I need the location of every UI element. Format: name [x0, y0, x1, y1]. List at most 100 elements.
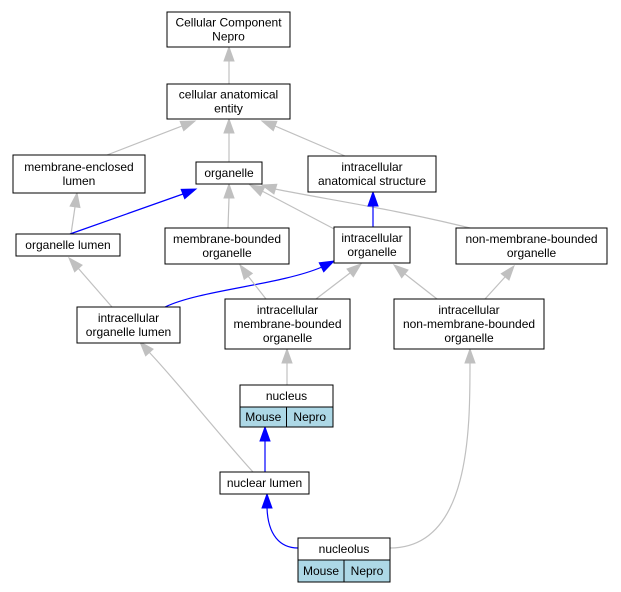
node-label: organelle: [347, 245, 397, 259]
node-box: [12, 154, 146, 194]
arrowhead-icon: [260, 183, 278, 195]
arrowhead-icon: [68, 256, 83, 273]
edge-io-to-ias: [367, 190, 379, 227]
edge-iol-to-io: [164, 260, 336, 308]
edge-io-to-org: [248, 184, 339, 232]
arrowhead-icon: [260, 120, 278, 132]
edge-nl-to-iol: [139, 340, 254, 473]
arrowhead-icon: [223, 45, 235, 62]
node-label: non-membrane-bounded: [403, 317, 535, 331]
arrowhead-icon: [318, 260, 336, 273]
node-org[interactable]: organelle: [195, 161, 263, 185]
node-label: nuclear lumen: [227, 476, 302, 490]
edge-line: [247, 275, 267, 300]
edge-inmbo-to-io: [392, 264, 438, 300]
edge-nuc-to-imbo: [281, 347, 293, 385]
node-label: intracellular: [98, 311, 159, 325]
arrowhead-icon: [248, 184, 266, 197]
edge-imbo-to-io: [315, 263, 363, 300]
edge-line: [266, 507, 299, 549]
node-label: lumen: [63, 174, 96, 188]
edge-cae-to-cc: [223, 45, 235, 84]
node-label: Cellular Component: [175, 16, 282, 30]
arrowhead-icon: [223, 117, 235, 134]
arrowhead-icon: [346, 263, 363, 278]
node-box: [393, 298, 545, 350]
badge-label: Nepro: [293, 410, 326, 424]
edge-line: [315, 272, 351, 300]
arrowhead-icon: [239, 263, 254, 281]
node-label: organelle: [202, 246, 252, 260]
node-box: [166, 83, 291, 120]
node-label: organelle: [204, 166, 254, 180]
node-box: [307, 155, 437, 193]
edge-mbo-to-org: [223, 182, 235, 229]
edge-line: [227, 197, 230, 229]
edge-orgl-to-mel: [69, 191, 81, 235]
arrowhead-icon: [281, 347, 293, 364]
arrowhead-icon: [223, 182, 235, 199]
arrowhead-icon: [464, 347, 476, 364]
node-label: organelle: [444, 331, 494, 345]
node-label: intracellular: [341, 160, 402, 174]
badge-label: Mouse: [245, 410, 281, 424]
node-label: anatomical structure: [318, 174, 426, 188]
edge-iol-to-orgl: [68, 256, 113, 308]
node-box: [15, 233, 121, 257]
node-nl[interactable]: nuclear lumen: [219, 471, 310, 495]
node-label: membrane-enclosed: [24, 160, 133, 174]
node-box: [219, 471, 310, 495]
node-orgl[interactable]: organelle lumen: [15, 233, 121, 257]
node-box: [195, 161, 263, 185]
edge-line: [69, 193, 184, 235]
edge-line: [148, 351, 254, 473]
edge-ias-to-cae: [260, 120, 346, 157]
node-label: nucleus: [266, 389, 307, 403]
edge-imbo-to-mbo: [239, 263, 267, 300]
arrowhead-icon: [367, 190, 379, 207]
edge-orgl-to-org: [69, 188, 198, 235]
node-label: membrane-bounded: [173, 232, 281, 246]
node-box: [76, 306, 181, 344]
badge-label: Nepro: [351, 564, 384, 578]
edge-org-to-cae: [223, 117, 235, 162]
arrowhead-icon: [179, 120, 197, 132]
arrowhead-icon: [259, 425, 271, 442]
node-label: intracellular: [438, 303, 499, 317]
node-label: intracellular: [257, 303, 318, 317]
edge-line: [404, 273, 438, 300]
node-label: nucleolus: [319, 542, 370, 556]
node-box: [166, 11, 291, 48]
node-box: [224, 298, 351, 350]
node-label: membrane-bounded: [233, 317, 341, 331]
node-label: entity: [214, 102, 243, 116]
edge-line: [274, 125, 346, 157]
edge-mel-to-cae: [106, 120, 197, 156]
edge-line: [70, 206, 76, 235]
edge-line: [77, 267, 113, 308]
edge-inmbo-to-nmbo: [484, 264, 515, 300]
edge-nl-to-nuc: [259, 425, 271, 472]
node-inmbo[interactable]: intracellularnon-membrane-boundedorganel…: [393, 298, 545, 350]
arrowhead-icon: [180, 188, 198, 200]
node-label: organelle lumen: [25, 238, 110, 252]
edge-line: [274, 188, 483, 232]
arrowhead-icon: [69, 191, 81, 209]
node-label: non-membrane-bounded: [465, 232, 597, 246]
node-box: [164, 227, 290, 265]
edge-line: [261, 190, 339, 232]
arrowhead-icon: [500, 264, 515, 281]
edges-layer: [68, 45, 515, 549]
edge-line: [106, 125, 183, 156]
